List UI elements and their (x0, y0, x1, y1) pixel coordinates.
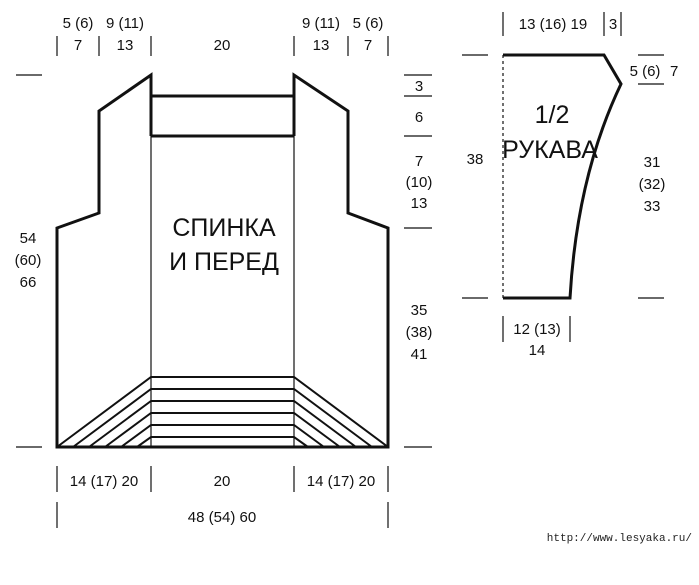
body-top-dimensions: 5 (6) 7 9 (11) 13 20 9 (11) 13 5 (6) 7 (56, 15, 389, 56)
sleeve-title-line1: 1/2 (535, 101, 570, 129)
dim-neck-left-1: 9 (11) (106, 15, 144, 32)
dim-shoulder-left-1: 5 (6) (63, 15, 94, 32)
dim-side-3: 41 (411, 346, 428, 363)
sleeve-length-right-1: 31 (644, 154, 661, 171)
dim-armhole-1: 7 (415, 153, 423, 170)
sleeve-cuff-2: 14 (529, 342, 546, 359)
bottom-stripes (56, 376, 389, 448)
dim-bottom-left: 14 (17) 20 (70, 473, 138, 490)
body-piece: СПИНКА И ПЕРЕД (55, 72, 390, 449)
sleeve-length-right-2: (32) (639, 176, 666, 193)
sleeve-title-line2: РУКАВА (502, 136, 598, 164)
dim-neck-left-2: 13 (117, 37, 134, 54)
sleeve-top-width: 13 (16) 19 (519, 16, 587, 33)
body-right-dimensions: 3 6 7 (10) 13 35 (38) 41 (404, 74, 433, 448)
watermark-url: http://www.lesyaka.ru/ (547, 533, 692, 545)
body-title-line2: И ПЕРЕД (169, 248, 279, 276)
dim-height-3: 66 (20, 274, 37, 291)
body-title-line1: СПИНКА (172, 214, 276, 242)
dim-neck-band: 6 (415, 109, 423, 126)
dim-top-center: 20 (214, 37, 231, 54)
dim-height-2: (60) (15, 252, 42, 269)
dim-neck-right-1: 9 (11) (302, 15, 340, 32)
dim-shoulder-right-1: 5 (6) (353, 15, 384, 32)
dim-bottom-center: 20 (214, 473, 231, 490)
dim-armhole-3: 13 (411, 195, 428, 212)
sleeve-length-right-3: 33 (644, 198, 661, 215)
dim-armhole-2: (10) (406, 174, 433, 191)
dim-neck-depth: 3 (415, 78, 423, 95)
dim-shoulder-right-2: 7 (364, 37, 372, 54)
dim-bottom-total: 48 (54) 60 (188, 509, 256, 526)
sleeve-cap-depth-2: 7 (670, 63, 678, 80)
dim-height-1: 54 (20, 230, 37, 247)
sleeve-cuff-1: 12 (13) (513, 321, 561, 338)
sleeve-length-left: 38 (467, 151, 484, 168)
sleeve-top-extra: 3 (609, 16, 617, 33)
sleeve-outline (503, 53, 623, 300)
body-left-dimensions: 54 (60) 66 (15, 74, 42, 448)
body-bottom-dimensions: 14 (17) 20 20 14 (17) 20 48 (54) 60 (56, 466, 389, 528)
dim-neck-right-2: 13 (313, 37, 330, 54)
dim-side-2: (38) (406, 324, 433, 341)
sleeve-piece: 1/2 РУКАВА (502, 53, 623, 300)
dim-bottom-right: 14 (17) 20 (307, 473, 375, 490)
dim-side-1: 35 (411, 302, 428, 319)
sleeve-dimensions: 13 (16) 19 3 5 (6) 7 38 31 (32) 33 12 (1… (462, 12, 678, 359)
sleeve-cap-depth-1: 5 (6) (630, 63, 661, 80)
dim-shoulder-left-2: 7 (74, 37, 82, 54)
